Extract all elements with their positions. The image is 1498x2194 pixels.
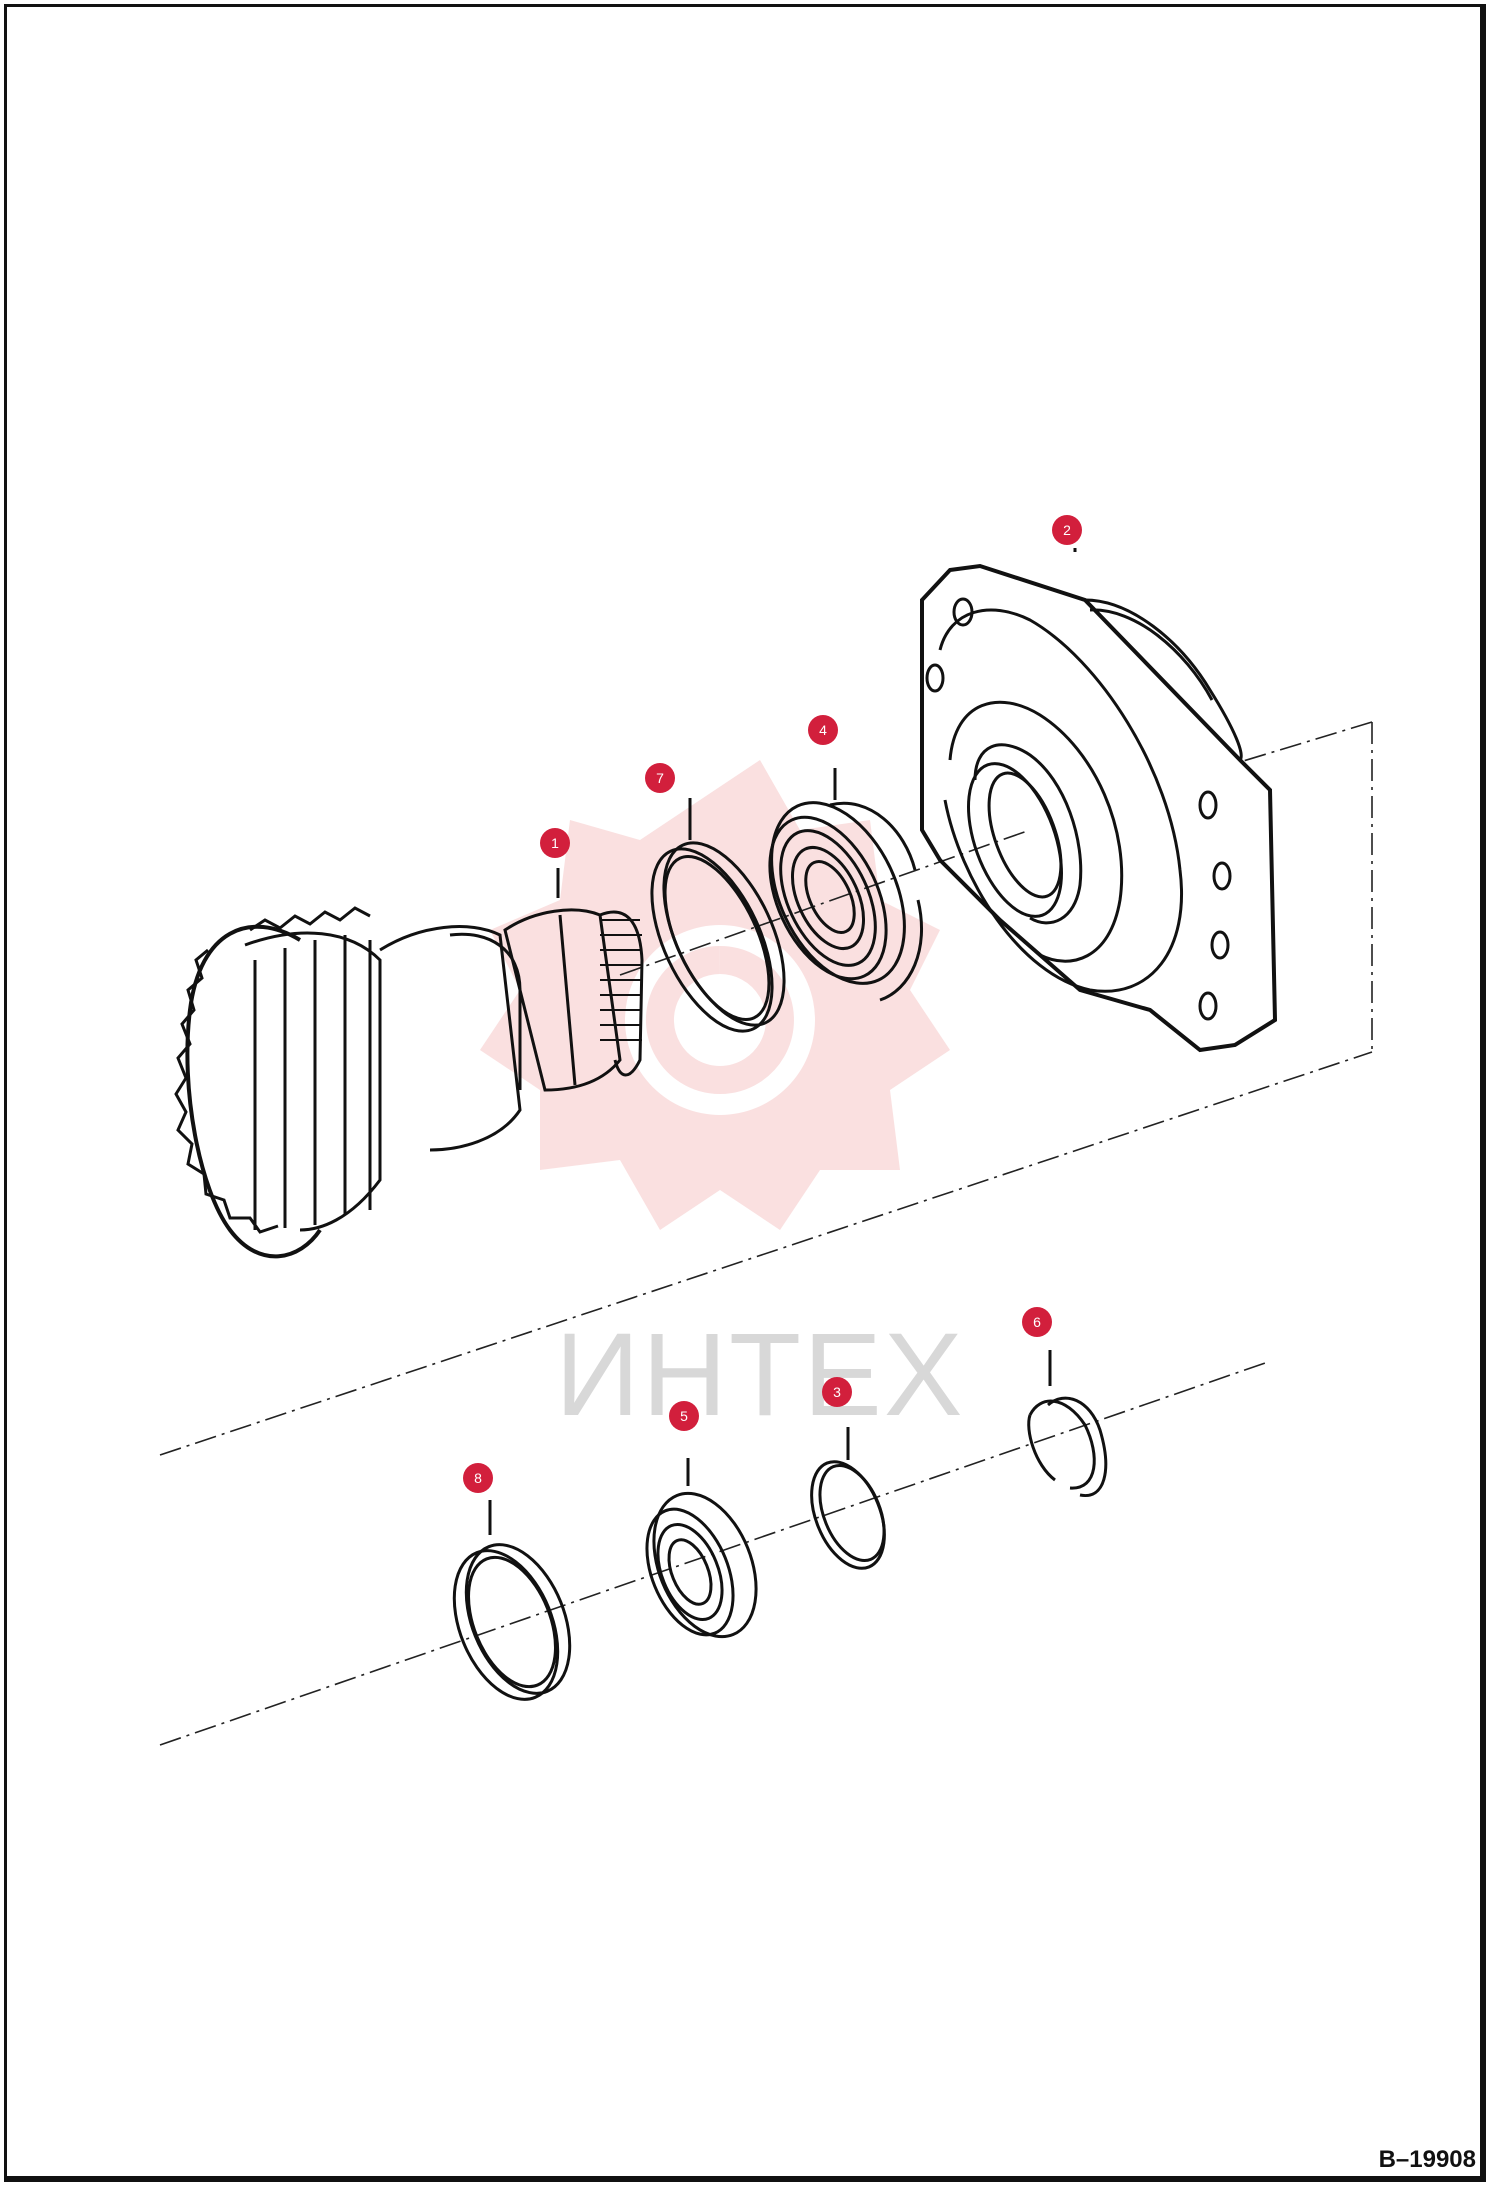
callout-3: 3: [822, 1377, 852, 1407]
part-2-flange-housing: [920, 563, 1278, 1053]
drawing-frame: [4, 4, 1486, 2182]
callout-label: 5: [680, 1408, 688, 1424]
callout-label: 7: [656, 770, 664, 786]
drawing-reference-id: B–19908: [1378, 2146, 1476, 2173]
callout-marker: [1052, 515, 1082, 545]
callout-6: 6: [1022, 1307, 1052, 1337]
part-6-retaining-ring: [1027, 1396, 1108, 1497]
part-3-snap-ring: [810, 1460, 886, 1570]
callout-label: 4: [819, 722, 827, 738]
callout-leaders: [488, 548, 1077, 1535]
part-4-bearing: [768, 801, 923, 1002]
callout-marker: [669, 1401, 699, 1431]
callout-2: 2: [1052, 515, 1082, 545]
watermark-logo: [480, 760, 950, 1230]
callout-label: 1: [551, 835, 559, 851]
callout-1: 1: [540, 828, 570, 858]
callout-marker: [645, 763, 675, 793]
callout-label: 8: [474, 1470, 482, 1486]
callout-7: 7: [645, 763, 675, 793]
callout-label: 3: [833, 1384, 841, 1400]
callout-marker: [822, 1377, 852, 1407]
callout-8: 8: [463, 1463, 493, 1493]
callout-5: 5: [669, 1401, 699, 1431]
part-5-small-bearing: [645, 1491, 758, 1639]
callout-label: 6: [1033, 1314, 1041, 1330]
callout-marker: [1022, 1307, 1052, 1337]
callout-marker: [463, 1463, 493, 1493]
callout-label: 2: [1063, 522, 1071, 538]
callout-4: 4: [808, 715, 838, 745]
callout-marker: [808, 715, 838, 745]
watermark-text: ИНТЕХ: [555, 1309, 965, 1441]
part-8-ring: [452, 1543, 572, 1701]
part-7-ring: [650, 841, 786, 1033]
callout-marker: [540, 828, 570, 858]
part-1-splined-shaft: [174, 906, 644, 1259]
